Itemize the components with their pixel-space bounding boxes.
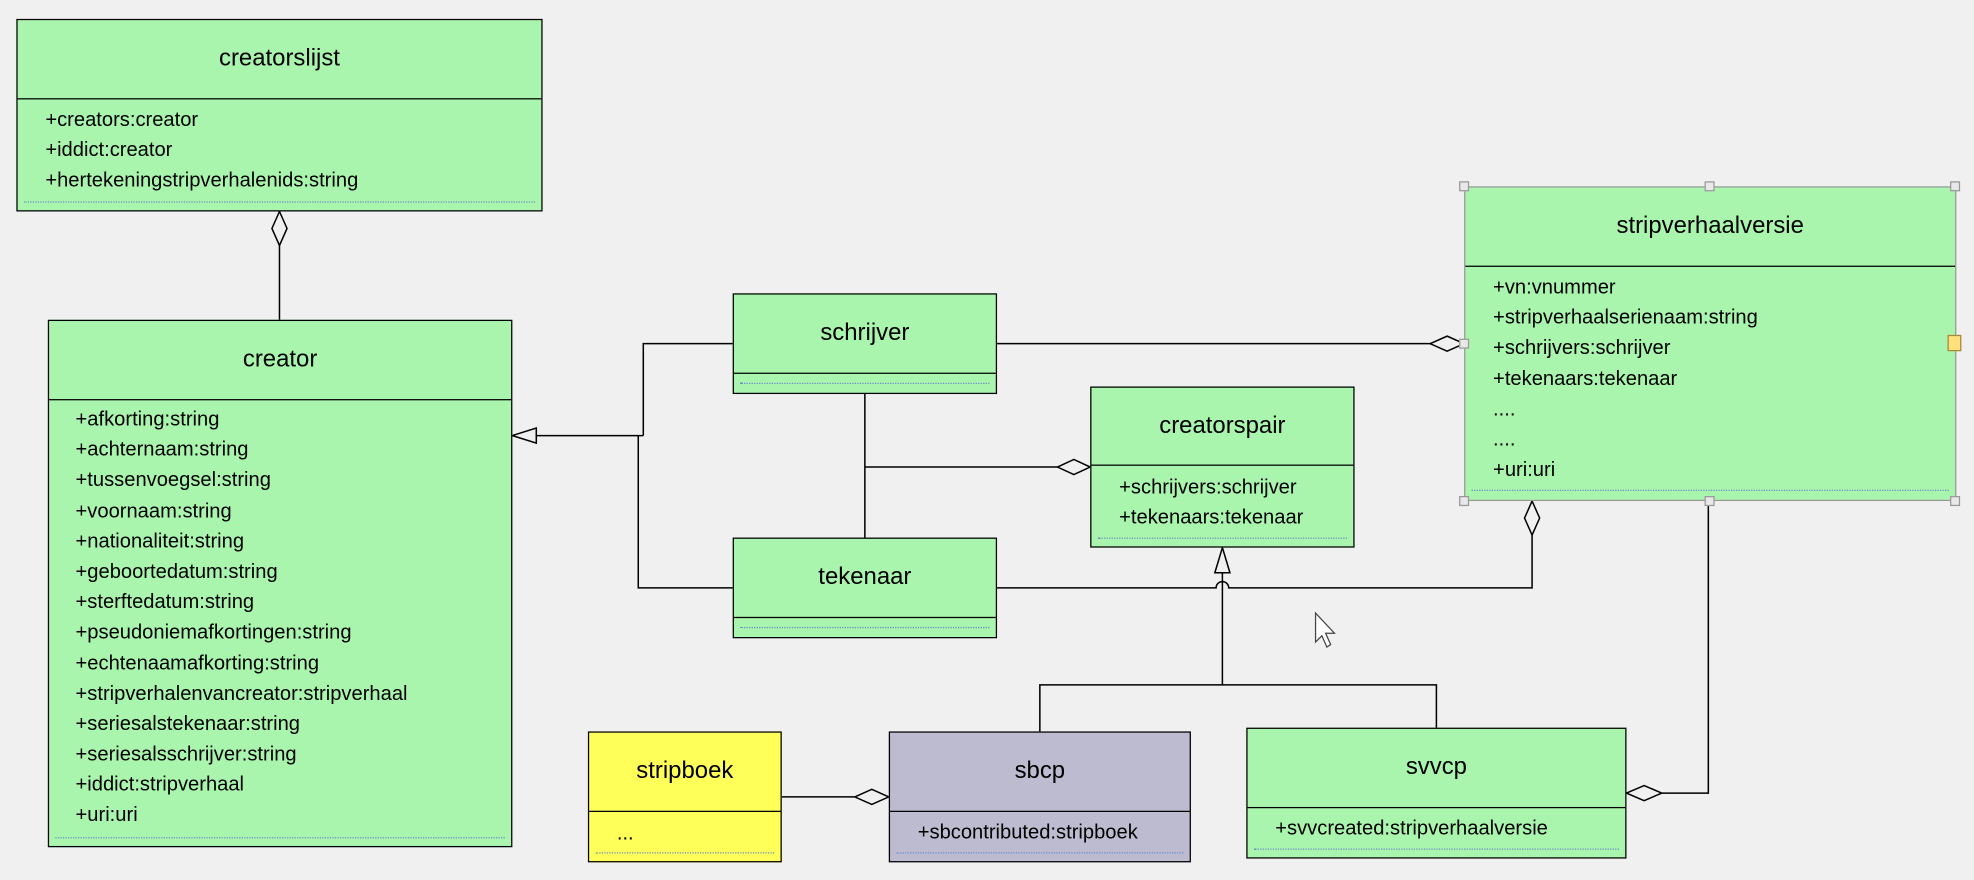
class-creatorslijst[interactable]: creatorslijst +creators:creator +iddict:c… — [16, 18, 543, 212]
attribute-list: +svvcreated:stripverhaalversie — [1248, 808, 1626, 845]
operations-divider — [740, 626, 990, 629]
operations-divider — [1253, 848, 1619, 850]
attribute-list: +sbcontributed:stripboek — [890, 812, 1190, 849]
class-attribute[interactable]: +tekenaars:tekenaar — [1119, 507, 1304, 529]
aggregation-stripboek-sbcp[interactable] — [781, 788, 891, 806]
class-attribute[interactable]: +stripverhalenvancreator:stripverhaal — [75, 683, 408, 705]
generalization-to-creator[interactable] — [509, 342, 733, 589]
class-attribute[interactable]: +sbcontributed:stripboek — [917, 822, 1138, 844]
class-creator[interactable]: creator +afkorting:string +achternaam:str… — [47, 319, 513, 848]
class-name: creator — [49, 321, 512, 401]
class-attribute[interactable]: +seriesalsschrijver:string — [75, 744, 297, 766]
class-attribute[interactable]: +achternaam:string — [75, 439, 249, 461]
operations-divider — [1471, 489, 1949, 491]
class-attribute[interactable]: +iddict:stripverhaal — [75, 774, 245, 796]
class-creatorspair[interactable]: creatorspair +schrijvers:schrijver +teken… — [1090, 386, 1355, 548]
class-name: creatorslijst — [17, 20, 542, 100]
class-attribute[interactable]: +tussenvoegsel:string — [75, 470, 271, 492]
class-attribute[interactable]: +seriesalstekenaar:string — [75, 713, 301, 736]
class-attribute[interactable]: +echtenaamafkorting:string — [75, 652, 320, 675]
class-sbcp[interactable]: sbcp +sbcontributed:stripboek — [888, 731, 1191, 863]
class-name: stripboek — [589, 733, 781, 812]
class-attribute[interactable]: +voornaam:string — [75, 500, 232, 522]
class-attribute[interactable]: +sterftedatum:string — [75, 591, 255, 614]
class-name: stripverhaalversie — [1465, 188, 1956, 267]
class-stripboek[interactable]: stripboek ... — [587, 731, 782, 863]
class-attribute[interactable]: +afkorting:string — [75, 409, 220, 431]
operations-divider — [595, 852, 775, 854]
class-attribute[interactable]: +creators:creator — [45, 109, 199, 131]
connection-handle-e[interactable] — [1947, 334, 1962, 352]
class-attribute[interactable]: +svvcreated:stripverhaalversie — [1275, 818, 1548, 840]
class-name: schrijver — [733, 295, 996, 374]
class-attribute[interactable]: .... — [1493, 429, 1516, 451]
class-attribute[interactable]: +schrijvers:schrijver — [1493, 337, 1671, 360]
attribute-list: +schrijvers:schrijver +tekenaars:tekenaar — [1091, 466, 1353, 534]
class-schrijver[interactable]: schrijver — [732, 293, 998, 395]
operations-divider — [1097, 537, 1348, 539]
class-attribute[interactable]: +nationaliteit:string — [75, 530, 245, 553]
class-attribute[interactable]: +geboortedatum:string — [75, 561, 278, 583]
resize-handle-s[interactable] — [1704, 496, 1715, 507]
class-attribute[interactable]: +tekenaars:tekenaar — [1493, 368, 1678, 390]
class-attribute[interactable]: +vn:vnummer — [1493, 276, 1616, 299]
class-attribute[interactable]: +uri:uri — [1493, 459, 1556, 482]
attribute-list: +vn:vnummer +stripverhaalserienaam:string… — [1465, 267, 1955, 486]
resize-handle-n[interactable] — [1704, 181, 1715, 192]
resize-handle-nw[interactable] — [1459, 181, 1470, 192]
operations-divider — [740, 382, 990, 384]
class-attribute[interactable]: +iddict:creator — [45, 139, 173, 162]
operations-divider — [23, 201, 536, 203]
class-attribute[interactable]: +schrijvers:schrijver — [1119, 477, 1297, 499]
aggregation-stripverhaalversie-svvcp[interactable] — [1624, 501, 1710, 802]
mouse-cursor-icon — [1314, 611, 1336, 649]
class-attribute[interactable]: .... — [1493, 398, 1516, 421]
class-attribute[interactable]: +uri:uri — [75, 804, 138, 827]
class-name: tekenaar — [733, 539, 996, 619]
resize-handle-ne[interactable] — [1950, 181, 1961, 192]
attribute-list: +afkorting:string +achternaam:string +tuss… — [49, 400, 511, 831]
class-attribute[interactable]: +pseudoniemafkortingen:string — [75, 622, 352, 644]
aggregation-creatorspair[interactable] — [864, 394, 1093, 538]
class-name: creatorspair — [1091, 388, 1354, 466]
attribute-list: +creators:creator +iddict:creator +herteke… — [18, 99, 542, 197]
class-svvcp[interactable]: svvcp +svvcreated:stripverhaalversie — [1246, 727, 1627, 859]
resize-handle-sw[interactable] — [1459, 496, 1470, 507]
generalization-to-creatorspair[interactable] — [1039, 544, 1438, 732]
operations-divider — [55, 837, 505, 839]
class-attribute[interactable]: +hertekeningstripverhalenids:string — [45, 170, 359, 192]
class-attribute[interactable]: ... — [616, 823, 634, 845]
class-tekenaar[interactable]: tekenaar — [732, 537, 998, 639]
class-stripverhaalversie[interactable]: stripverhaalversie +vn:vnummer +stripverh… — [1464, 186, 1957, 502]
class-attribute[interactable]: +stripverhaalserienaam:string — [1493, 307, 1758, 329]
aggregation-tekenaar-stripverhaalversie[interactable] — [997, 499, 1541, 589]
class-name: svvcp — [1247, 729, 1626, 809]
resize-handle-w[interactable] — [1459, 338, 1470, 349]
attribute-list: ... — [589, 812, 780, 850]
operations-divider — [896, 852, 1184, 854]
aggregation-schrijver-stripverhaalversie[interactable] — [997, 335, 1466, 353]
resize-handle-se[interactable] — [1950, 496, 1961, 507]
class-name: sbcp — [890, 733, 1190, 812]
aggregation-creatorslijst-creator[interactable] — [271, 209, 288, 320]
